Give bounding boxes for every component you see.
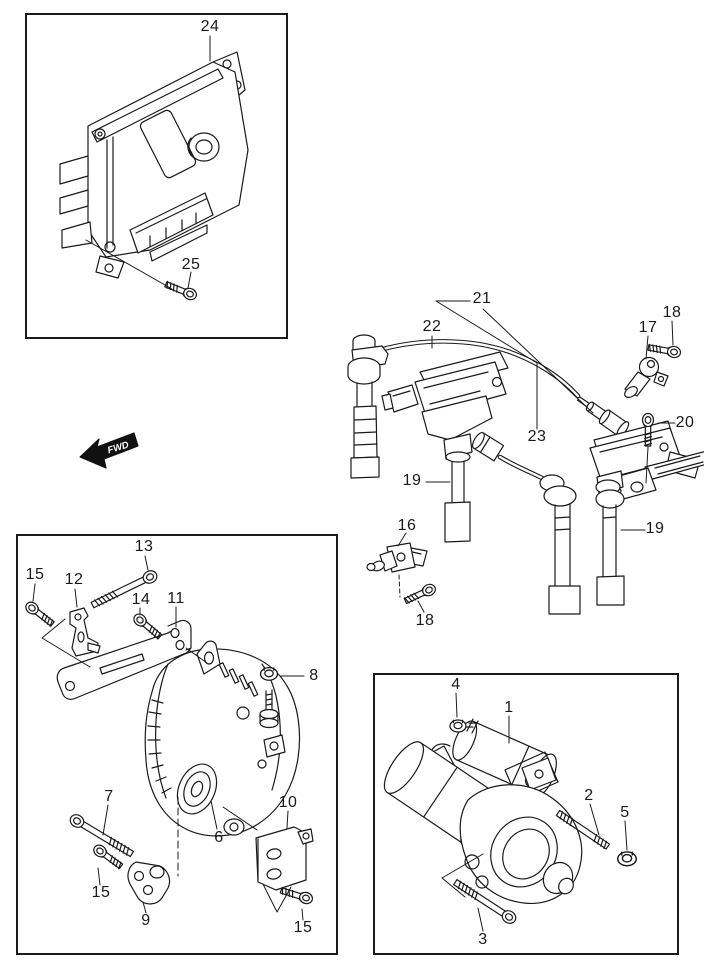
callout-23: 23 xyxy=(527,428,547,445)
callout-7: 7 xyxy=(104,788,114,805)
callout-15b: 15 xyxy=(91,884,111,901)
callout-12: 12 xyxy=(64,571,84,588)
high-tension-cord-23 xyxy=(471,431,581,615)
alternator-nut-8 xyxy=(259,667,279,681)
callout-9: 9 xyxy=(141,912,151,929)
alternator-bracket-12 xyxy=(69,607,101,657)
callout-3: 3 xyxy=(478,931,488,948)
wire-22-terminal xyxy=(576,396,630,438)
engine-control-module-drawing xyxy=(59,51,249,279)
callout-4: 4 xyxy=(451,676,461,693)
callout-18a: 18 xyxy=(662,304,682,321)
alternator-bracket-10 xyxy=(255,826,314,891)
callout-6: 6 xyxy=(214,829,224,846)
alternator-drawing xyxy=(144,640,301,837)
spark-plug-boot-19-right xyxy=(595,479,625,606)
callout-15c: 15 xyxy=(293,919,313,936)
leader-lines xyxy=(32,35,676,932)
starter-panel-border xyxy=(373,673,679,955)
starter-nut-5 xyxy=(617,851,637,867)
callout-16: 16 xyxy=(397,517,417,534)
callout-17: 17 xyxy=(638,319,658,336)
callout-25: 25 xyxy=(181,256,201,273)
callout-13: 13 xyxy=(134,538,154,555)
ignition-coil-center xyxy=(381,351,509,543)
callout-1: 1 xyxy=(504,699,514,716)
alternator-bracket-11 xyxy=(56,619,192,700)
spark-plug-wire-22 xyxy=(373,339,581,399)
spark-plug-boot-wire-end xyxy=(347,334,389,479)
alternator-panel-border xyxy=(16,534,338,955)
alternator-bracket-9 xyxy=(127,861,171,905)
alternator-bolt-14 xyxy=(130,611,165,642)
callout-5: 5 xyxy=(620,804,630,821)
callout-22: 22 xyxy=(422,318,442,335)
alternator-bolt-15-upper xyxy=(22,599,57,629)
starter-motor-drawing xyxy=(383,718,583,904)
fwd-arrow: FWD xyxy=(79,432,139,469)
sensor-bolt-18-top xyxy=(646,341,682,360)
alternator-bolt-15-left xyxy=(90,842,125,872)
callout-14: 14 xyxy=(131,591,151,608)
callout-11: 11 xyxy=(167,590,185,607)
callout-24: 24 xyxy=(200,18,220,35)
callout-21: 21 xyxy=(472,290,492,307)
callout-10: 10 xyxy=(278,794,298,811)
ecu-bolt-25 xyxy=(163,278,199,303)
camshaft-position-sensor-17 xyxy=(624,356,669,399)
callout-15a: 15 xyxy=(25,566,45,583)
callout-18b: 18 xyxy=(415,612,435,629)
starter-nut-4 xyxy=(449,719,467,733)
alternator-bolt-15-lower xyxy=(278,884,315,906)
callout-2: 2 xyxy=(584,787,594,804)
callout-19a: 19 xyxy=(402,472,422,489)
callout-20: 20 xyxy=(675,414,695,431)
crankshaft-position-sensor-16 xyxy=(366,542,428,573)
callout-8: 8 xyxy=(309,667,319,684)
sensor-bolt-18-bottom xyxy=(402,581,438,607)
ecu-panel-border xyxy=(25,13,288,339)
callout-19b: 19 xyxy=(645,520,665,537)
